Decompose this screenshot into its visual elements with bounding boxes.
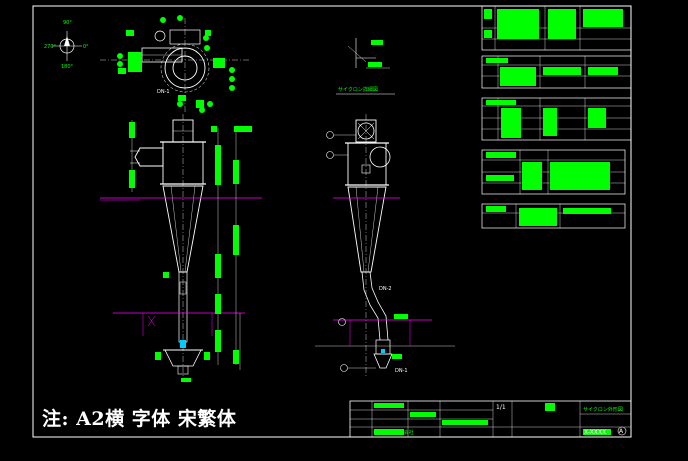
compass-north: 90° <box>63 20 72 26</box>
title-block: 1/1 サイクロン外形図 ○○工業株式会社 X-XXXX A <box>349 400 632 438</box>
detail-caption: サイクロン詳細図 <box>338 86 378 93</box>
title-block-sheet-no: 1/1 <box>496 404 506 411</box>
compass-rose: 90° 270° 0° 180° <box>44 20 89 70</box>
side-bottom-label: DN-1 <box>395 368 408 374</box>
compass-east: 0° <box>83 44 89 50</box>
compass-south: 180° <box>61 64 74 70</box>
title-block-drawing-title: サイクロン外形図 <box>583 406 623 413</box>
side-elevation: DN-2 DN-1 <box>315 114 455 378</box>
plan-view: DN-1 <box>100 15 250 113</box>
front-elevation <box>100 114 262 382</box>
view-label: DN-1 <box>157 89 170 95</box>
sheet-border <box>32 5 632 438</box>
side-pipe-label: DN-2 <box>379 286 392 292</box>
title-block-company: ○○工業株式会社 <box>375 429 414 436</box>
title-block-drawing-no: X-XXXX <box>584 429 606 436</box>
detail-view: サイクロン詳細図 <box>336 38 395 95</box>
drawing-note: 注: A2横 字体 宋繁体 <box>42 408 237 430</box>
title-block-rev: A <box>619 428 624 435</box>
spec-tables <box>481 5 632 229</box>
compass-west: 270° <box>44 44 57 50</box>
